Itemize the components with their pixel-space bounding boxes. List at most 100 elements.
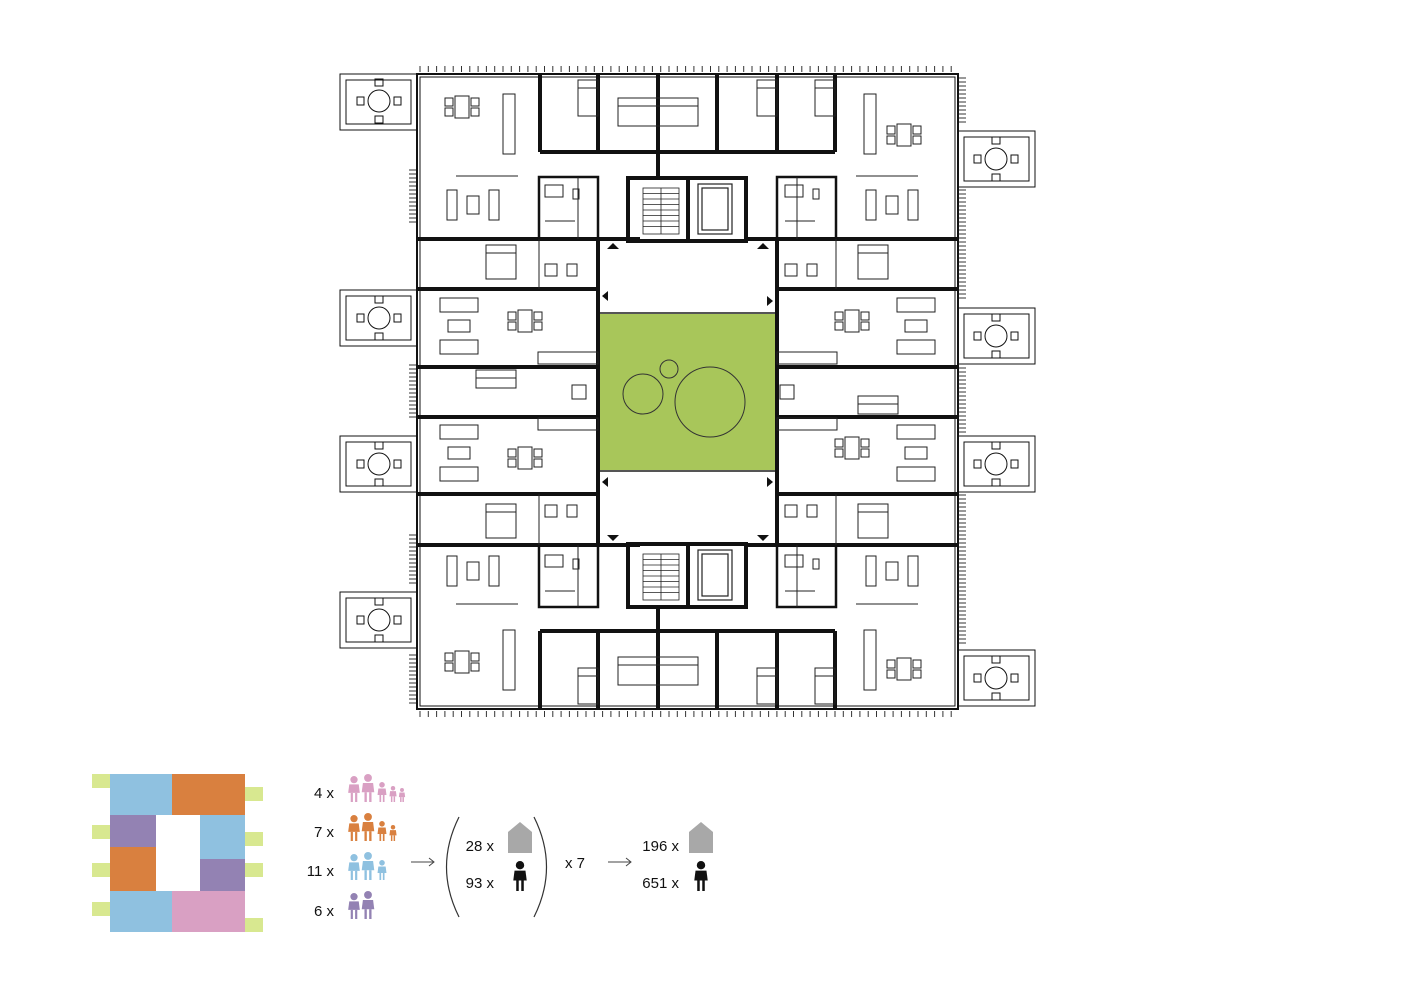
sofa-set [865,555,919,587]
bed [475,369,517,389]
family-of-four-icon [348,813,397,841]
legend-count-3: 11 x [307,863,335,880]
balcony-marker [245,863,263,877]
sofa-set [439,424,479,482]
sink [779,384,795,400]
elevators [697,183,733,601]
household-legend: 4 x 7 x 11 x 6 x [307,774,406,920]
balcony-left-2 [339,289,418,347]
house-icon [508,822,532,853]
dining-table [507,309,543,333]
dining-table [834,309,870,333]
balcony-left-4 [339,591,418,649]
per-floor-bracket [446,816,547,918]
sofa-set [446,189,500,221]
unit-block-blue-bottom [110,891,172,932]
bed [857,503,889,539]
balcony-marker [92,825,110,839]
arrow-2 [608,857,632,867]
total-units-count: 196 x [642,838,679,855]
bed [485,503,517,539]
unit-block-blue-top [110,774,172,815]
balcony-right-1 [957,130,1036,188]
round-table [356,441,402,487]
building-outline [416,73,959,710]
sofa-set [439,297,479,355]
kitchen-counter [502,93,516,155]
stairs [642,187,680,601]
balcony-marker [245,787,263,801]
bathroom-fixtures [544,554,580,592]
legend-count-4: 6 x [314,903,335,920]
sofa-set [896,424,936,482]
balcony-right-2 [957,307,1036,365]
building-outline-inner [419,76,956,707]
couple-icon [348,891,375,919]
per-floor-residents-count: 93 x [466,875,495,892]
round-table [973,136,1019,182]
dining-table [834,436,870,460]
bathroom-fixtures [544,504,578,518]
bed [756,79,778,117]
unit-mix-diagram [92,774,263,932]
balcony-marker [92,863,110,877]
dining-table [444,650,480,674]
bed [857,244,889,280]
balcony-left-3 [339,435,418,493]
dining-table [444,95,480,119]
bed [577,667,599,705]
round-table [356,295,402,341]
bathroom-fixtures [544,263,578,277]
bathroom-fixtures [784,263,818,277]
balcony-marker [245,918,263,932]
balcony-right-3 [957,435,1036,493]
bed [617,97,699,127]
bed [814,667,836,705]
unit-block-orange-left [110,847,156,891]
unit-block-purple-right [200,859,245,891]
round-table [356,597,402,643]
bed [756,667,778,705]
kitchen-counter [863,629,877,691]
dining-table [507,446,543,470]
tree-large [674,366,746,438]
bathroom-fixtures [784,504,818,518]
sofa-set [446,555,500,587]
total-residents-count: 651 x [642,875,679,892]
courtyard [597,312,778,472]
entry-arrows [602,243,773,541]
per-floor-units-count: 28 x [466,838,495,855]
tree-tiny [659,359,679,379]
round-table [973,441,1019,487]
facade-ticks [409,66,966,717]
balcony-left-1 [339,73,418,131]
person-icon [513,861,527,891]
dining-table [886,657,922,681]
bed [577,79,599,117]
balcony-marker [245,832,263,846]
unit-block-blue-right [200,815,245,859]
bathroom-fixtures [784,554,820,592]
round-table [973,655,1019,701]
house-icon [689,822,713,853]
sofa-set [865,189,919,221]
furniture [439,79,936,705]
bathroom-fixtures [784,184,820,222]
kitchen-counter [537,351,599,365]
unit-block-orange-top [172,774,245,815]
floor-plan [339,66,1036,717]
balcony-tables [356,78,1019,701]
kitchen-counter [776,351,838,365]
round-table [973,313,1019,359]
bed [485,244,517,280]
bed [814,79,836,117]
kitchen-counter [502,629,516,691]
arrow-1 [411,857,435,867]
unit-block-pink-bottom [172,891,245,932]
unit-block-purple-left [110,815,156,847]
kitchen-counter [863,93,877,155]
bathroom-fixtures [544,184,580,222]
balcony-markers [92,774,263,932]
courtyard-lawn [597,312,778,472]
